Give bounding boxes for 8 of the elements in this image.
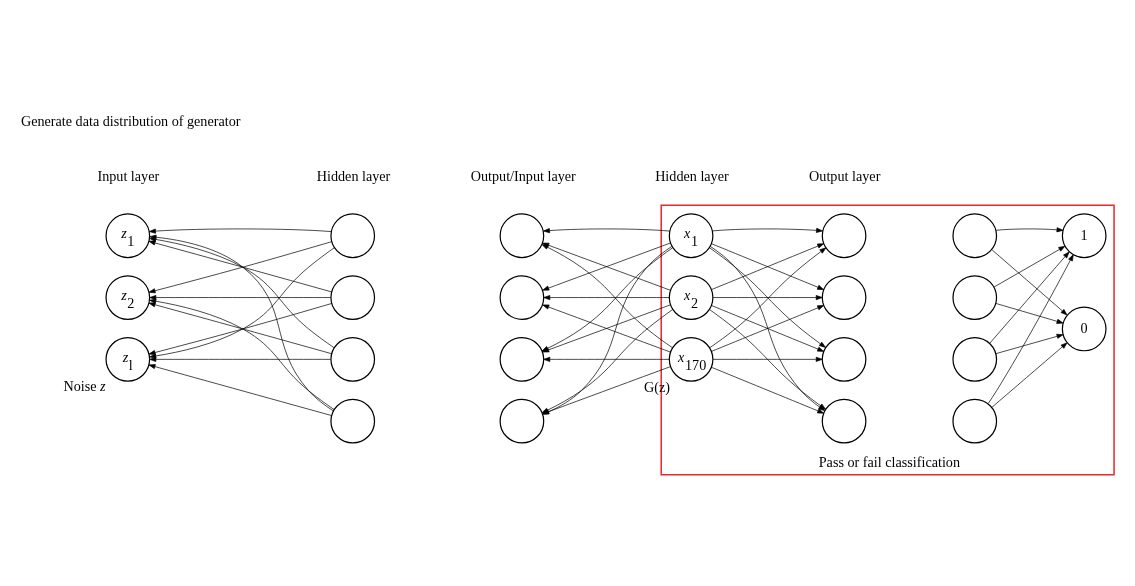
label: Input layer (97, 167, 160, 184)
label: Hidden layer (655, 167, 729, 184)
node-label: Noise z (63, 377, 106, 394)
label: Output layer (809, 167, 881, 184)
label: Generate data distribution of generator (20, 112, 241, 129)
label: Hidden layer (316, 167, 391, 184)
label: Output/Input layer (470, 167, 576, 184)
node-label: Pass or fail classification (818, 453, 961, 470)
